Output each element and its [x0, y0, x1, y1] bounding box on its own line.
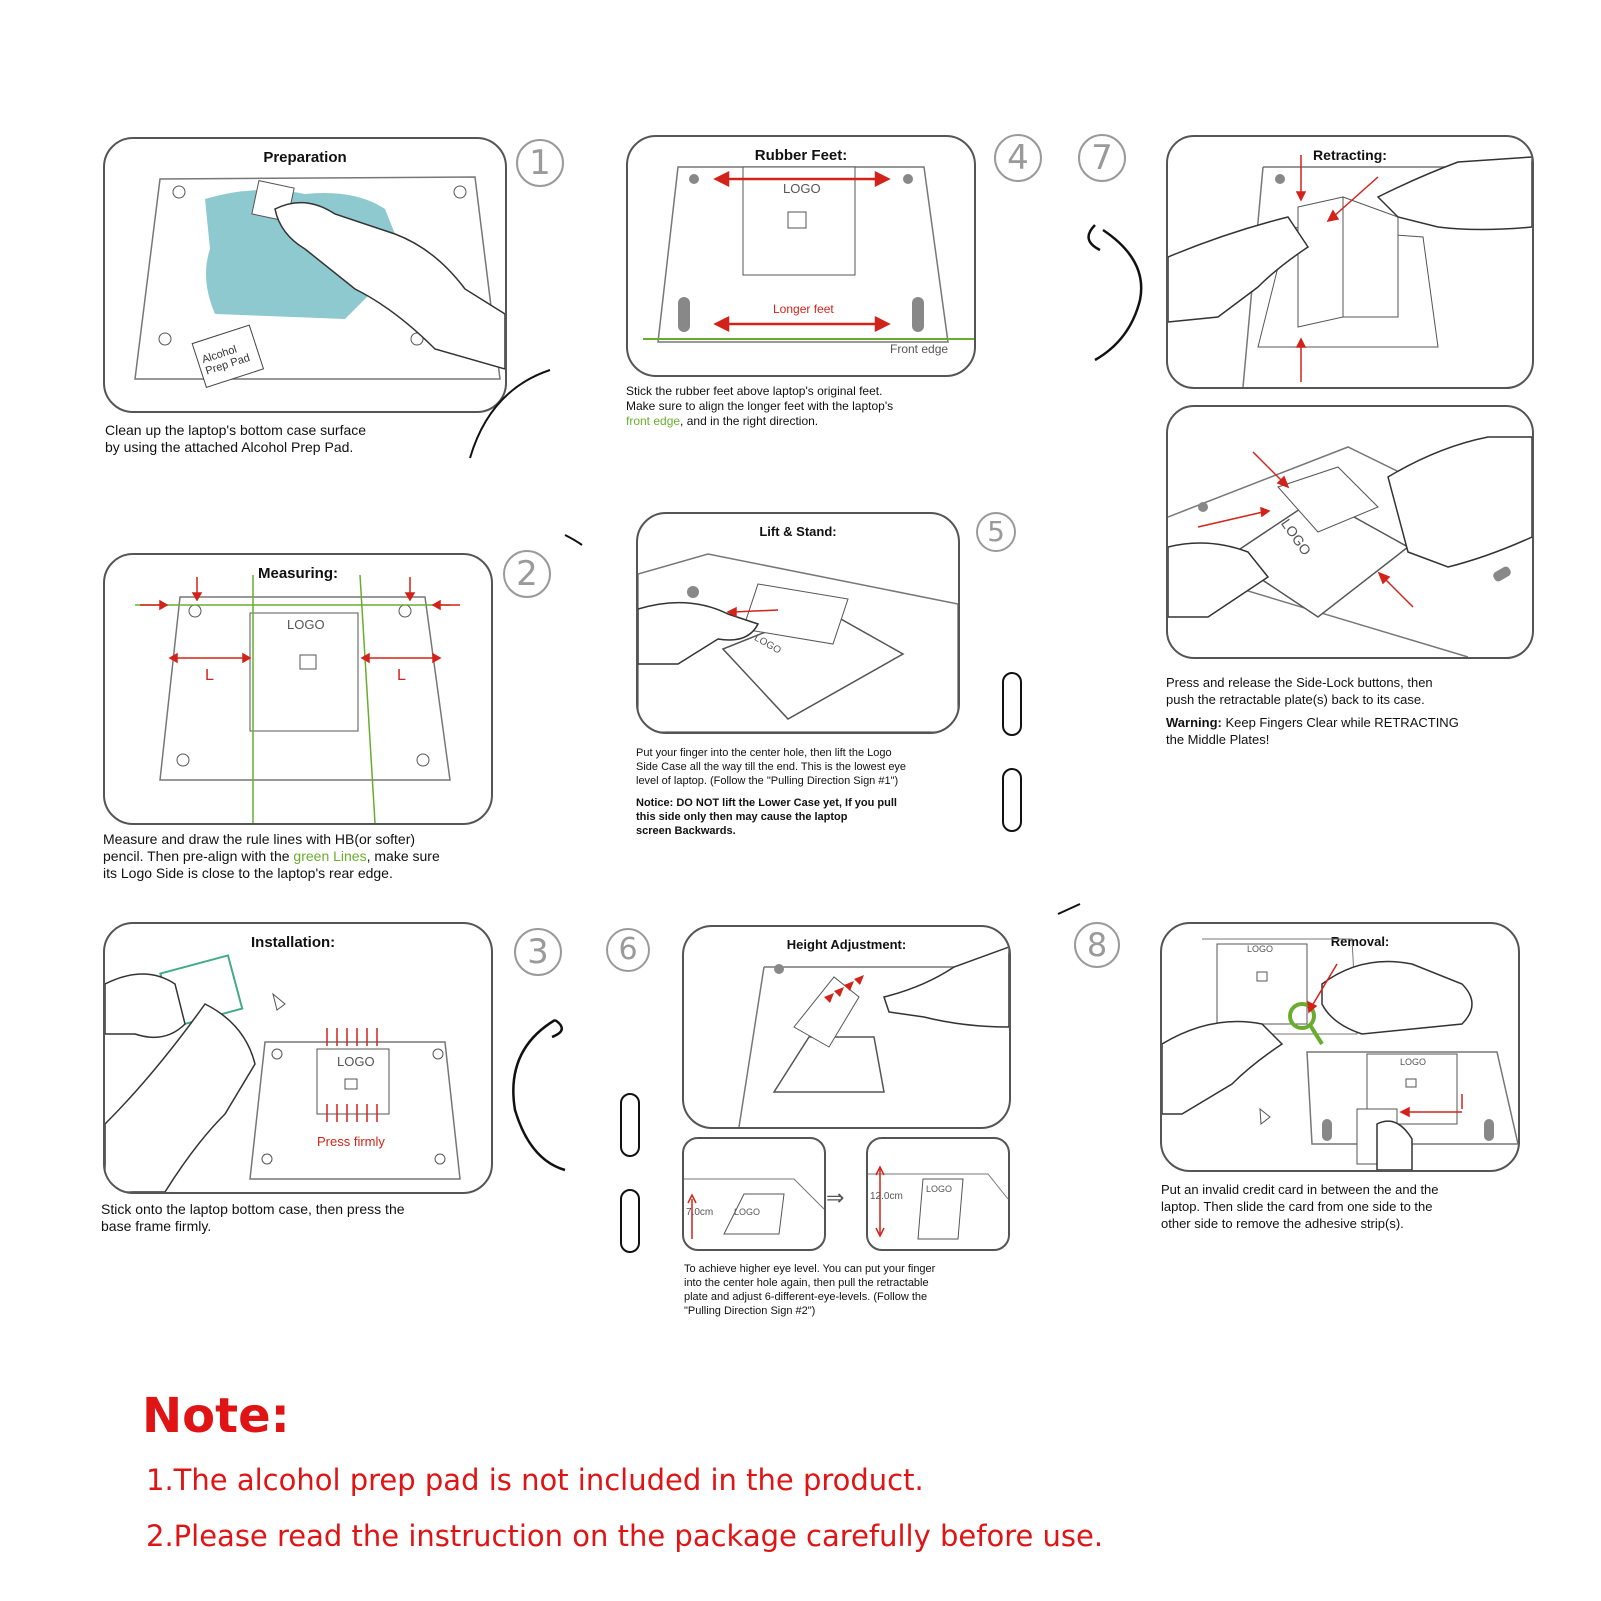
logo-label: LOGO: [1247, 944, 1273, 954]
panel-removal: Removal: LOGO LOGO: [1160, 922, 1520, 1172]
logo-label: LOGO: [1400, 1057, 1426, 1067]
step-number: 5: [976, 512, 1016, 552]
note-title: Note:: [142, 1388, 290, 1444]
panel-installation: Installation: LOGO Press firmly: [103, 922, 493, 1194]
caption-line: "Pulling Direction Sign #2"): [684, 1304, 935, 1318]
logo-label: LOGO: [287, 617, 325, 632]
step-number: 3: [514, 928, 562, 976]
illustration-height-adjustment: [684, 927, 1009, 1127]
illustration-rubber-feet: [628, 137, 974, 375]
caption-line: push the retractable plate(s) back to it…: [1166, 691, 1459, 708]
logo-label: LOGO: [337, 1054, 375, 1069]
connector-pill: [620, 1093, 640, 1157]
caption-line: Measure and draw the rule lines with HB(…: [103, 831, 440, 848]
notice-line: this side only then may cause the laptop: [636, 810, 906, 824]
caption-line: level of laptop. (Follow the "Pulling Di…: [636, 774, 906, 788]
caption-line: Make sure to align the longer feet with …: [626, 399, 893, 414]
front-edge-label: Front edge: [890, 342, 948, 356]
caption-line: into the center hole again, then pull th…: [684, 1276, 935, 1290]
l-dimension-label: L: [205, 667, 214, 685]
caption-line: pencil. Then pre-align with the: [103, 848, 293, 864]
caption-line: Side Case all the way till the end. This…: [636, 760, 906, 774]
panel-measuring: Measuring: LOGO L L: [103, 553, 493, 825]
illustration-measuring: [105, 555, 491, 823]
step-number: 4: [994, 134, 1042, 182]
caption-line: Press and release the Side-Lock buttons,…: [1166, 674, 1459, 691]
note-line: 2.Please read the instruction on the pac…: [146, 1519, 1103, 1553]
step-number: 2: [503, 550, 551, 598]
illustration-installation: [105, 924, 491, 1192]
caption-removal: Put an invalid credit card in between th…: [1161, 1181, 1439, 1232]
panel-retracting-bottom: LOGO: [1166, 405, 1534, 659]
illustration-retracting-top: [1168, 137, 1532, 387]
panel-lift-stand: Lift & Stand: LOGO: [636, 512, 960, 734]
caption-line: Put your finger into the center hole, th…: [636, 746, 906, 760]
panel-preparation: Preparation Alcohol Prep Pad: [103, 137, 507, 413]
connector-pill: [1002, 768, 1022, 832]
panel-height-low: 7.0cm LOGO: [682, 1137, 826, 1251]
note-line: 1.The alcohol prep pad is not included i…: [146, 1463, 924, 1497]
l-dimension-label: L: [397, 667, 406, 685]
logo-label: LOGO: [734, 1207, 760, 1217]
caption-installation: Stick onto the laptop bottom case, then …: [101, 1201, 405, 1235]
panel-retracting-top: Retracting:: [1166, 135, 1534, 389]
high-height-label: 12.0cm: [870, 1191, 903, 1202]
panel-rubber-feet: Rubber Feet: LOGO Longer feet Front edge: [626, 135, 976, 377]
notice-line: Notice: DO NOT lift the Lower Case yet, …: [636, 796, 906, 810]
caption-line: To achieve higher eye level. You can put…: [684, 1262, 935, 1276]
logo-label: LOGO: [926, 1184, 952, 1194]
caption-line: Stick the rubber feet above laptop's ori…: [626, 384, 893, 399]
illustration-retracting-bottom: [1168, 407, 1532, 657]
connector-pill: [1002, 672, 1022, 736]
caption-line: base frame firmly.: [101, 1218, 405, 1235]
caption-line: its Logo Side is close to the laptop's r…: [103, 865, 440, 882]
illustration-lift-stand: [638, 514, 958, 732]
caption-line: laptop. Then slide the card from one sid…: [1161, 1198, 1439, 1215]
caption-retracting: Press and release the Side-Lock buttons,…: [1166, 674, 1459, 748]
caption-rubber-feet: Stick the rubber feet above laptop's ori…: [626, 384, 893, 429]
illustration-removal: [1162, 924, 1518, 1170]
logo-label: LOGO: [783, 181, 821, 196]
panel-height-high: 12.0cm LOGO: [866, 1137, 1010, 1251]
connector-pill: [620, 1189, 640, 1253]
warning-label: Warning:: [1166, 715, 1222, 730]
caption-measuring: Measure and draw the rule lines with HB(…: [103, 831, 440, 882]
panel-height-adjustment: Height Adjustment:: [682, 925, 1011, 1129]
caption-preparation: Clean up the laptop's bottom case surfac…: [105, 422, 366, 456]
arrow-icon: ⇒: [826, 1185, 844, 1211]
illustration-preparation: [105, 139, 505, 411]
front-edge-text: front edge: [626, 414, 680, 428]
caption-line: , make sure: [367, 848, 440, 864]
warning-text: Keep Fingers Clear while RETRACTING: [1222, 715, 1459, 730]
caption-line: by using the attached Alcohol Prep Pad.: [105, 439, 366, 456]
caption-line: Put an invalid credit card in between th…: [1161, 1181, 1439, 1198]
notice-line: screen Backwards.: [636, 824, 906, 838]
low-height-label: 7.0cm: [686, 1207, 713, 1218]
caption-lift-stand: Put your finger into the center hole, th…: [636, 746, 906, 838]
caption-line: plate and adjust 6-different-eye-levels.…: [684, 1290, 935, 1304]
caption-line: Clean up the laptop's bottom case surfac…: [105, 422, 366, 439]
caption-line: , and in the right direction.: [680, 414, 818, 428]
green-lines-text: green Lines: [293, 848, 366, 864]
longer-feet-label: Longer feet: [773, 302, 834, 316]
press-firmly-label: Press firmly: [317, 1134, 385, 1149]
warning-text: the Middle Plates!: [1166, 731, 1459, 748]
step-number: 8: [1074, 922, 1120, 968]
caption-line: other side to remove the adhesive strip(…: [1161, 1215, 1439, 1232]
step-number: 6: [606, 928, 650, 972]
step-number: 7: [1078, 134, 1126, 182]
caption-line: Stick onto the laptop bottom case, then …: [101, 1201, 405, 1218]
step-number: 1: [516, 139, 564, 187]
caption-height-adjustment: To achieve higher eye level. You can put…: [684, 1262, 935, 1318]
